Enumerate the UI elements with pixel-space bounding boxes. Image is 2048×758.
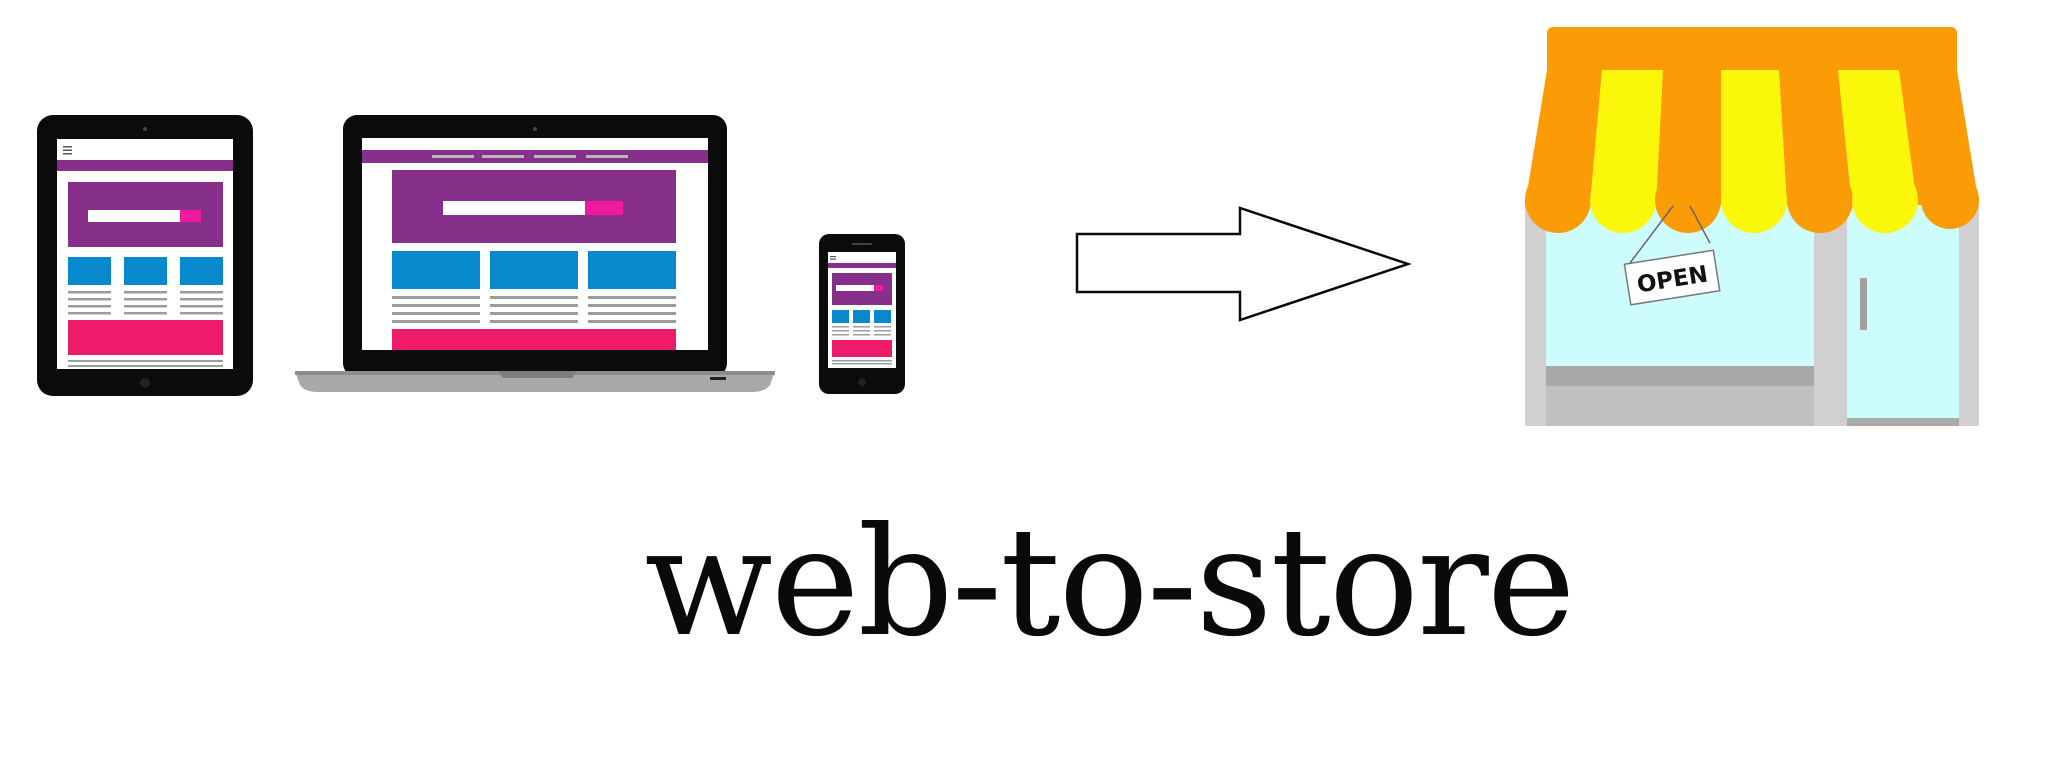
arrow-icon [1075,206,1412,322]
smartphone-icon [819,234,905,394]
open-sign: OPEN [1623,249,1721,306]
tablet-icon [37,115,253,396]
laptop-icon [295,115,775,392]
storefront-icon: OPEN [1525,27,1979,426]
caption-text: web-to-store [644,496,1575,670]
